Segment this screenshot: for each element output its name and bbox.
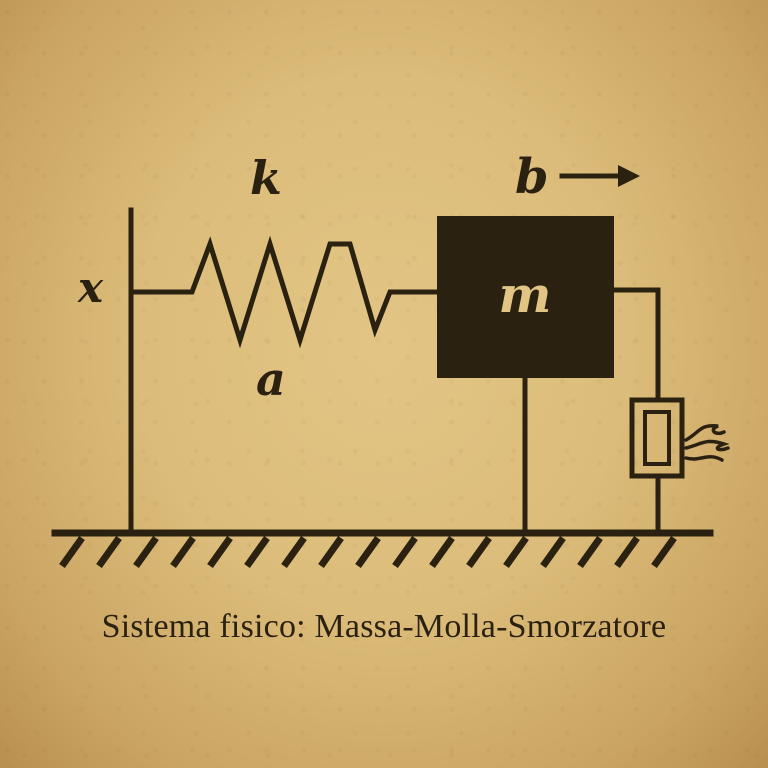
label-a: a: [256, 352, 286, 406]
diagram-caption: Sistema fisico: Massa-Molla-Smorzatore: [101, 608, 667, 645]
hatch-mark: [170, 535, 196, 569]
mass-block: [437, 216, 614, 378]
hatch-mark: [133, 535, 159, 569]
flame-icon: [684, 423, 730, 462]
hatch-mark: [96, 535, 122, 569]
hatch-mark: [577, 535, 603, 569]
hatch-mark: [503, 535, 529, 569]
label-k: k: [250, 151, 282, 205]
damper-piston: [643, 410, 671, 466]
hatch-mark: [466, 535, 492, 569]
hatch-mark: [207, 535, 233, 569]
label-x: x: [77, 263, 104, 312]
hatch-mark: [281, 535, 307, 569]
hatch-mark: [614, 535, 640, 569]
spring: [128, 235, 440, 349]
label-b: b: [515, 149, 549, 205]
hatch-mark: [540, 535, 566, 569]
hatch-mark: [244, 535, 270, 569]
hatch-mark: [651, 535, 677, 569]
hatch-mark: [429, 535, 455, 569]
ground-hatching: [59, 535, 677, 569]
right-arrow-icon: [559, 165, 640, 187]
hatch-mark: [59, 535, 85, 569]
hatch-mark: [355, 535, 381, 569]
hatch-mark: [318, 535, 344, 569]
label-m: m: [499, 265, 552, 324]
hatch-mark: [392, 535, 418, 569]
damper-rod-top: [611, 287, 661, 403]
